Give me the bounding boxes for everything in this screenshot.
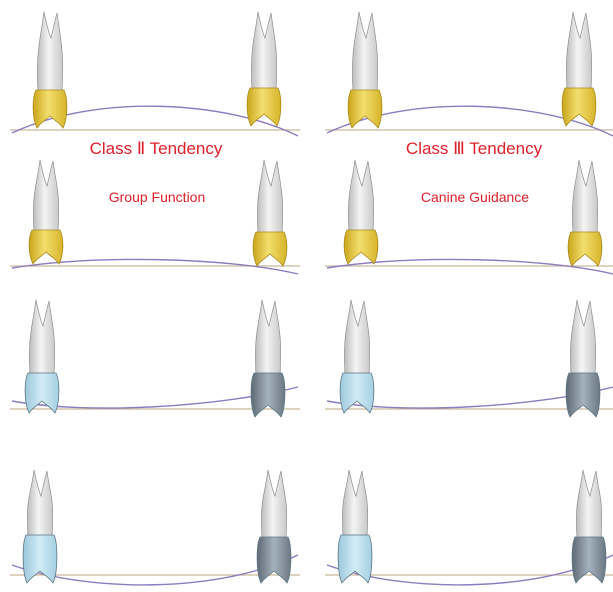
tooth-root [27, 470, 52, 537]
panel-group-function [10, 160, 300, 274]
tooth-root [342, 470, 367, 537]
tooth-crown [566, 373, 600, 417]
tooth-root [344, 300, 369, 375]
tooth-crown [251, 373, 285, 417]
panel-row4-left [10, 470, 300, 585]
tooth-root [255, 300, 280, 375]
tooth-root [37, 12, 62, 92]
tooth-right [566, 300, 600, 417]
tooth-crown [253, 232, 287, 266]
tooth-left [25, 300, 59, 413]
canine-guidance-label: Canine Guidance [365, 189, 585, 205]
tooth-crown [568, 232, 602, 266]
panel-class-ii-top [10, 12, 300, 136]
tooth-left [29, 160, 63, 264]
tooth-crown [29, 230, 63, 264]
tooth-crown [562, 88, 596, 126]
tooth-left [33, 12, 67, 128]
tooth-crown [247, 88, 281, 126]
group-function-label: Group Function [47, 189, 267, 205]
tooth-crown [344, 230, 378, 264]
tooth-right [257, 470, 291, 583]
tooth-crown [33, 90, 67, 128]
tooth-left [23, 470, 57, 583]
tooth-left [340, 300, 374, 413]
tooth-left [344, 160, 378, 264]
tooth-root [29, 300, 54, 375]
tooth-crown [257, 537, 291, 583]
panel-row4-right [325, 470, 613, 585]
tooth-right [253, 160, 287, 266]
tooth-right [247, 12, 281, 126]
panel-class-iii-top [325, 12, 613, 136]
tooth-right [572, 470, 606, 583]
tooth-crown [25, 373, 59, 413]
tooth-root [570, 300, 595, 375]
tooth-right [562, 12, 596, 126]
tooth-crown [338, 535, 372, 583]
tooth-right [251, 300, 285, 417]
tooth-root [576, 470, 601, 539]
tooth-root [251, 12, 276, 90]
panel-row3-right [325, 300, 613, 417]
tooth-crown [572, 537, 606, 583]
tooth-left [338, 470, 372, 583]
tooth-crown [340, 373, 374, 413]
class-iii-tendency-label: Class Ⅲ Tendency [344, 139, 604, 159]
panel-row3-left [10, 300, 300, 417]
tooth-crown [23, 535, 57, 583]
panel-canine-guidance [325, 160, 613, 274]
tooth-right [568, 160, 602, 266]
tooth-root [566, 12, 591, 90]
tooth-left [348, 12, 382, 128]
class-ii-tendency-label: Class Ⅱ Tendency [26, 139, 286, 159]
tooth-root [352, 12, 377, 92]
tooth-crown [348, 90, 382, 128]
tooth-root [261, 470, 286, 539]
